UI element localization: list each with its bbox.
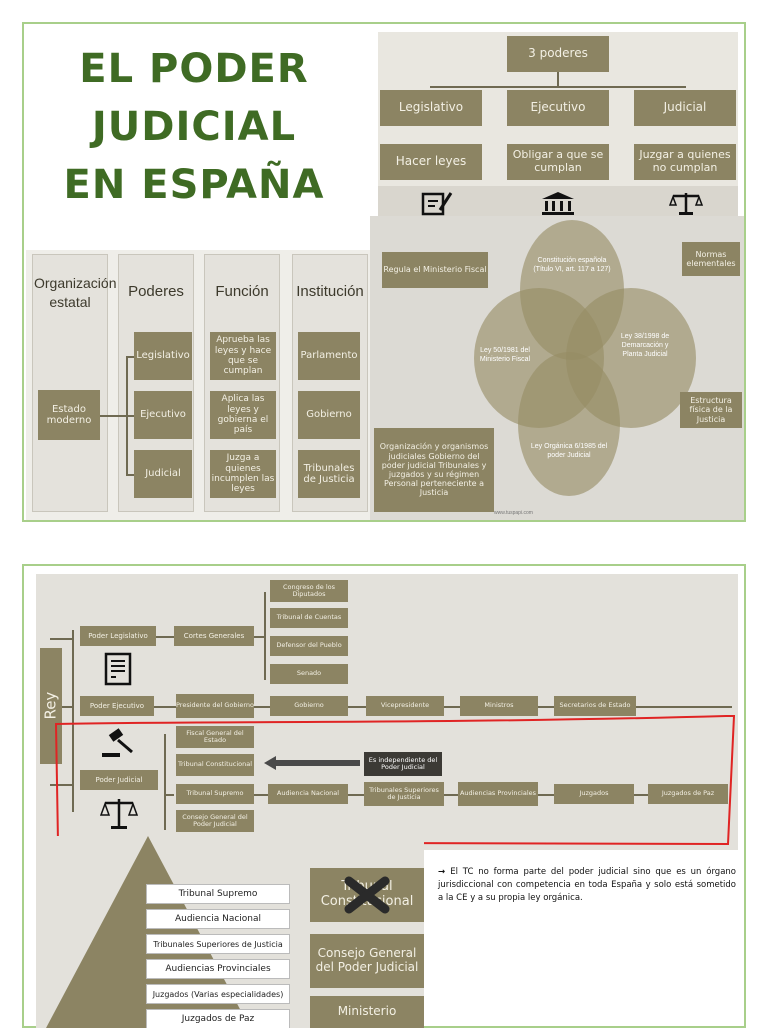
congreso-box: Congreso de los Diputados [270, 580, 348, 602]
tribunal-supremo-box: Tribunal Supremo [176, 784, 254, 804]
funcion-legislativo: Aprueba las leyes y hace que se cumplan [210, 332, 276, 380]
presidente-box: Presidente del Gobierno [176, 694, 254, 718]
poder-judicial: Judicial [134, 450, 192, 498]
venn-regula: Regula el Ministerio Fiscal [382, 252, 488, 288]
header-funcion: Función [215, 283, 269, 300]
side-cgpj: Consejo General del Poder Judicial [310, 934, 424, 988]
poder-judicial-box: Poder Judicial [80, 770, 158, 790]
poder-legislativo: Legislativo [134, 332, 192, 380]
independiente-box: Es independiente del Poder Judicial [364, 752, 442, 776]
branch-ejecutivo: Ejecutivo [507, 90, 609, 126]
title-line-1: EL PODER [79, 46, 309, 92]
defensor-pueblo-box: Defensor del Pueblo [270, 636, 348, 656]
page-title: EL PODER JUDICIAL EN ESPAÑA [44, 40, 344, 214]
state-scheme: Rey Poder Legislativo Cortes Generales C… [36, 574, 738, 850]
tribunal-cuentas-box: Tribunal de Cuentas [270, 608, 348, 628]
funcion-judicial: Juzga a quienes incumplen las leyes [210, 450, 276, 498]
branch-legislativo: Legislativo [380, 90, 482, 126]
venn-constitucion: Constitución española (Título VI, art. 1… [533, 257, 611, 273]
pyramid-area: Tribunal Supremo Audiencia Nacional Trib… [36, 836, 424, 1028]
venn-normas: Normas elementales [682, 242, 740, 276]
branch-judicial: Judicial [634, 90, 736, 126]
cgpj-box: Consejo General del Poder Judicial [176, 810, 254, 832]
venn-ley6: Ley Orgánica 6/1985 del poder Judicial [530, 443, 608, 459]
panel-top: EL PODER JUDICIAL EN ESPAÑA 3 poderes Le… [22, 22, 746, 522]
header-poderes: Poderes [128, 283, 184, 300]
pyramid-shape [46, 836, 250, 1028]
fiscal-general-box: Fiscal General del Estado [176, 726, 254, 748]
funcion-ejecutivo: Aplica las leyes y gobierna el país [210, 391, 276, 439]
arrow-left-icon [264, 756, 360, 770]
title-line-2: JUDICIAL [91, 104, 297, 150]
venn-organizacion: Organización y organismos judiciales Gob… [374, 428, 494, 512]
org-table: Organización estatal Poderes Función Ins… [26, 250, 380, 520]
venn-diagram: Regula el Ministerio Fiscal Constitución… [370, 216, 744, 520]
side-ministerio: Ministerio [310, 996, 424, 1028]
institucion-parlamento: Parlamento [298, 332, 360, 380]
senado-box: Senado [270, 664, 348, 684]
col-organizacion [32, 254, 108, 512]
header-institucion: Institución [296, 283, 364, 300]
audiencia-nacional-box: Audiencia Nacional [268, 784, 348, 804]
cortes-generales-box: Cortes Generales [174, 626, 254, 646]
balance-scale-icon [100, 799, 138, 829]
poder-legislativo-box: Poder Legislativo [80, 626, 156, 646]
gavel-icon [102, 728, 133, 757]
pyramid-level-1: Tribunal Supremo [146, 884, 290, 904]
powers-top: 3 poderes [507, 36, 609, 72]
venn-ley38: Ley 38/1998 de Demarcación y Planta Judi… [620, 333, 670, 358]
document-pen-icon [421, 192, 453, 216]
pyramid-level-6: Juzgados de Paz [146, 1009, 290, 1028]
pyramid-level-5: Juzgados (Varias especialidades) [146, 984, 290, 1004]
powers-diagram: 3 poderes Legislativo Ejecutivo Judicial… [378, 32, 738, 218]
title-line-3: EN ESPAÑA [63, 162, 325, 208]
pyramid-level-3: Tribunales Superiores de Justicia [146, 934, 290, 954]
gobierno-box: Gobierno [270, 696, 348, 716]
institucion-tribunales: Tribunales de Justicia [298, 450, 360, 498]
cross-icon [344, 876, 390, 914]
function-judicial: Juzgar a quienes no cumplan [634, 144, 736, 180]
venn-ley50: Ley 50/1981 del Ministerio Fiscal [479, 347, 531, 363]
arrow-right-icon: → [438, 867, 451, 877]
tc-note: → El TC no forma parte del poder judicia… [438, 866, 736, 905]
audiencias-provinciales-box: Audiencias Provinciales [458, 782, 538, 806]
panel-bottom: Rey Poder Legislativo Cortes Generales C… [22, 564, 746, 1028]
secretarios-box: Secretarios de Estado [554, 696, 636, 716]
poder-ejecutivo: Ejecutivo [134, 391, 192, 439]
tc-note-text: El TC no forma parte del poder judicial … [438, 867, 736, 903]
pyramid-level-2: Audiencia Nacional [146, 909, 290, 929]
function-ejecutivo: Obligar a que se cumplan [507, 144, 609, 180]
juzgados-box: Juzgados [554, 784, 634, 804]
juzgados-paz-box: Juzgados de Paz [648, 784, 728, 804]
pyramid-level-4: Audiencias Provinciales [146, 959, 290, 979]
poder-ejecutivo-box: Poder Ejecutivo [80, 696, 154, 716]
venn-circle-bottom [518, 352, 620, 496]
venn-credit: www.tuspapi.com [494, 510, 533, 516]
tsj-box: Tribunales Superiores de Justicia [364, 782, 444, 806]
red-highlight [54, 715, 736, 846]
header-organizacion: Organización estatal [34, 275, 117, 310]
institucion-gobierno: Gobierno [298, 391, 360, 439]
document-list-icon [104, 652, 132, 686]
ministros-box: Ministros [460, 696, 538, 716]
vicepresidente-box: Vicepresidente [366, 696, 444, 716]
estado-moderno: Estado moderno [38, 390, 100, 440]
government-building-icon [542, 192, 574, 215]
venn-estructura: Estructura física de la Justicia [680, 392, 742, 428]
tribunal-constitucional-box: Tribunal Constitucional [176, 754, 254, 776]
balance-scale-icon [668, 193, 704, 215]
function-legislativo: Hacer leyes [380, 144, 482, 180]
